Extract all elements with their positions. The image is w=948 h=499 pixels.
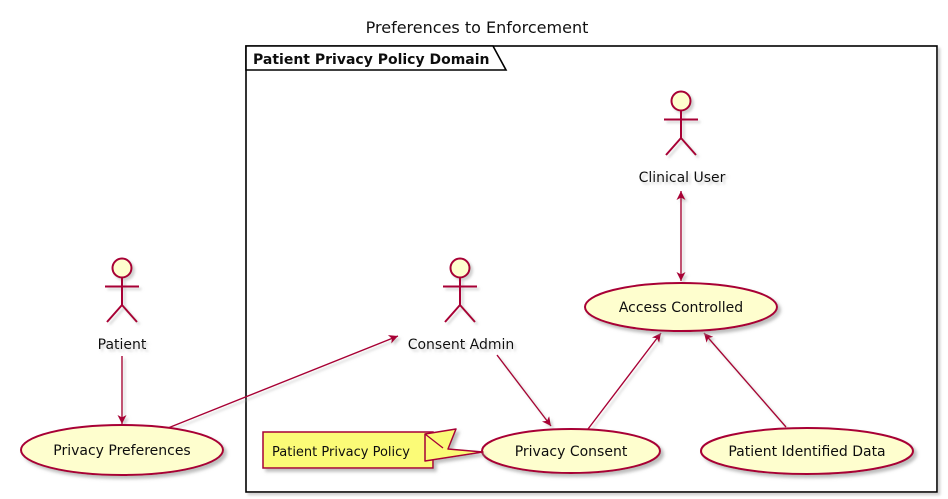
usecase-ellipse — [20, 424, 224, 476]
edge-consent-admin-to-privacy-consent — [496, 354, 552, 427]
usecase-privacy-preferences: Privacy Preferences — [20, 424, 224, 476]
relations-layer — [117, 191, 787, 430]
person-icon — [664, 90, 698, 156]
usecase-ellipse — [700, 427, 914, 475]
person-icon — [105, 257, 139, 323]
usecase-privacy-consent: Privacy Consent — [481, 428, 661, 474]
frame-patient-privacy-policy-domain: Patient Privacy Policy Domain — [245, 45, 938, 493]
actor-clinical-user: Clinical User — [639, 90, 726, 186]
usecase-ellipse — [481, 428, 661, 474]
usecase-patient-identified-data-label: Patient Identified Data — [728, 444, 885, 460]
diagram-title: Preferences to Enforcement — [366, 18, 589, 37]
actor-patient: Patient — [98, 257, 147, 353]
frame-border — [245, 45, 938, 493]
edge-privacy-preferences-to-consent-admin — [167, 335, 399, 429]
usecase-patient-identified-data: Patient Identified Data — [700, 427, 914, 475]
edge-patient-identified-data-to-access-controlled — [703, 332, 787, 428]
note-body — [262, 431, 434, 469]
actor-clinical-user-label: Clinical User — [639, 170, 726, 186]
usecase-privacy-preferences-label: Privacy Preferences — [53, 443, 190, 459]
note-patient-privacy-policy: Patient Privacy Policy — [262, 428, 484, 469]
person-icon — [443, 257, 477, 323]
actor-patient-label: Patient — [98, 337, 147, 353]
usecase-ellipse — [584, 282, 778, 332]
actor-consent-admin: Consent Admin — [408, 257, 515, 353]
edge-privacy-consent-to-access-controlled — [587, 332, 662, 430]
usecase-access-controlled: Access Controlled — [584, 282, 778, 332]
frame-label: Patient Privacy Policy Domain — [253, 52, 490, 68]
note-text: Patient Privacy Policy — [272, 445, 410, 460]
note-pointer-fold — [424, 433, 444, 449]
note-pointer — [424, 428, 484, 462]
frame-tab — [245, 45, 508, 71]
usecase-access-controlled-label: Access Controlled — [619, 300, 743, 316]
actor-consent-admin-label: Consent Admin — [408, 337, 515, 353]
usecase-privacy-consent-label: Privacy Consent — [515, 444, 628, 460]
